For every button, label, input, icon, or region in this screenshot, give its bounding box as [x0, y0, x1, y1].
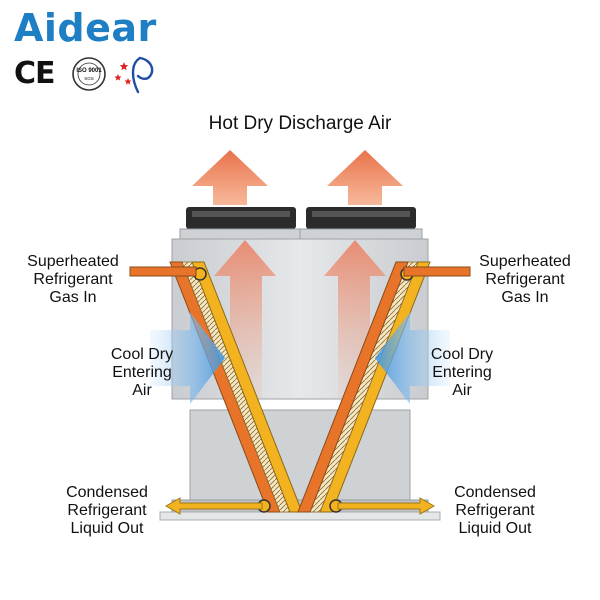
internal-hot-air-arrow-right — [324, 240, 386, 400]
cool-air-arrow-right — [375, 312, 450, 404]
gas-in-label-right: Superheated Refrigerant Gas In — [479, 253, 571, 306]
gas-inlet-pipe-right — [403, 266, 471, 277]
gas-in-label-left: Superheated Refrigerant Gas In — [27, 253, 119, 306]
patent-mark-icon — [114, 56, 154, 94]
hot-discharge-air-arrow-left — [192, 150, 268, 205]
brand-logo: Aidear — [14, 6, 157, 50]
cool-air-arrow-left — [150, 312, 225, 404]
internal-hot-air-arrow-left — [214, 240, 276, 400]
hot-discharge-air-arrow-right — [327, 150, 403, 205]
liquid-out-arrow-left — [164, 497, 263, 515]
gas-inlet-pipe-left — [129, 266, 197, 277]
cool-air-label-left: Cool Dry Entering Air — [110, 346, 174, 399]
liquid-out-label-left: Condensed Refrigerant Liquid Out — [66, 484, 148, 537]
fan-left — [179, 207, 303, 240]
cool-air-label-right: Cool Dry Entering Air — [430, 346, 494, 399]
iso-seal-text: ISO 9001 — [76, 68, 102, 74]
ce-mark: CE — [14, 55, 56, 91]
iso-seal-icon: ISO 9001 SGS — [72, 57, 106, 91]
fan-right — [299, 207, 423, 240]
liquid-out-label-right: Condensed Refrigerant Liquid Out — [454, 484, 536, 537]
discharge-air-title: Hot Dry Discharge Air — [208, 113, 392, 134]
liquid-out-arrow-right — [337, 497, 436, 515]
iso-seal-subtext: SGS — [84, 76, 94, 81]
